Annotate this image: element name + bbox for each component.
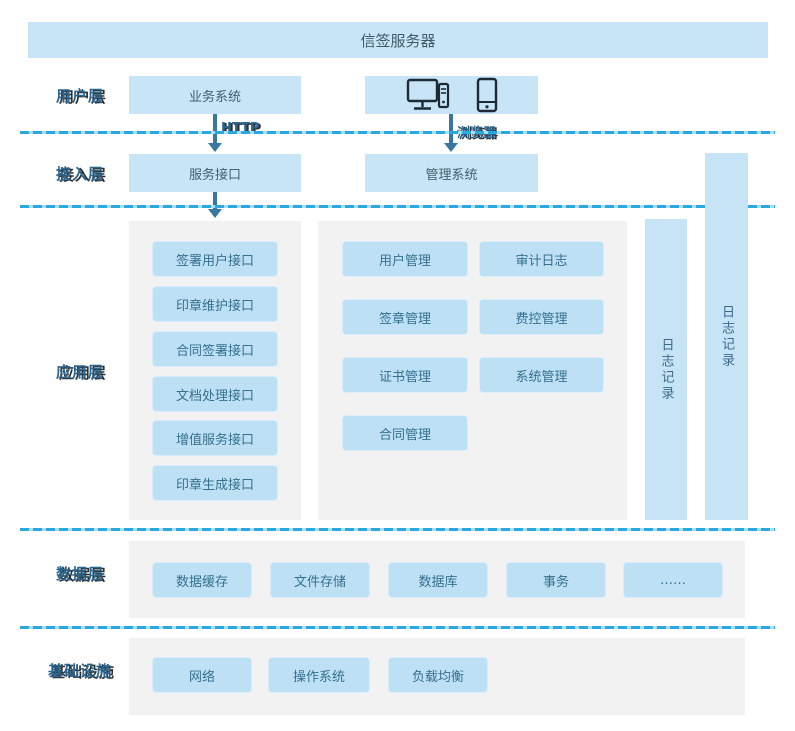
client-devices-box	[365, 76, 538, 114]
data-box: 数据库	[388, 562, 488, 598]
infra-box: 操作系统	[268, 657, 370, 693]
log-record-bar-outer: 日志记录	[705, 153, 748, 520]
divider-user-access	[20, 131, 775, 134]
layer-label-access: 接入层	[55, 165, 104, 183]
data-box: 数据缓存	[152, 562, 252, 598]
module-label: 签章管理	[378, 311, 431, 327]
log-record-bar-inner: 日志记录	[645, 219, 687, 520]
log-record-label: 日志记录	[658, 337, 674, 402]
infra-box: 负载均衡	[388, 657, 488, 693]
interface-box: 印章维护接口	[152, 286, 278, 322]
data-box-label: 事务	[542, 574, 569, 590]
log-record-label: 日志记录	[719, 304, 734, 369]
module-box: 用户管理	[342, 241, 468, 277]
module-box: 证书管理	[342, 357, 468, 393]
layer-label-infrastructure: 基础设施	[47, 662, 112, 680]
module-box: 合同管理	[342, 415, 468, 451]
interface-label: 印章生成接口	[175, 477, 254, 493]
interface-box: 合同签署接口	[152, 331, 278, 367]
interface-box: 签署用户接口	[152, 241, 278, 277]
interface-label: 签署用户接口	[175, 253, 254, 269]
data-box-label: 数据库	[418, 574, 458, 590]
app-interfaces-container: 签署用户接口 印章维护接口 合同签署接口 文档处理接口 增值服务接口 印章生成接…	[129, 221, 301, 520]
module-box: 系统管理	[479, 357, 604, 393]
layer-label-application: 应用层	[55, 363, 104, 381]
business-system-box: 业务系统	[129, 76, 301, 114]
infrastructure-container: 网络 操作系统 负载均衡	[129, 638, 745, 715]
data-box-label: 数据缓存	[175, 574, 228, 590]
infra-box-label: 负载均衡	[411, 669, 464, 685]
infra-box-label: 网络	[188, 669, 215, 685]
interface-box: 增值服务接口	[152, 420, 278, 456]
divider-app-data	[20, 528, 775, 531]
divider-access-app	[20, 205, 775, 208]
interface-label: 文档处理接口	[175, 388, 254, 404]
interface-box: 印章生成接口	[152, 465, 278, 501]
layer-label-data: 数据层	[55, 565, 104, 583]
layer-label-user: 用户层	[55, 87, 104, 105]
management-system-box: 管理系统	[365, 154, 538, 192]
module-label: 证书管理	[378, 369, 431, 385]
desktop-computer-icon	[406, 78, 450, 112]
module-label: 系统管理	[515, 369, 568, 385]
data-box-ellipsis: ……	[623, 562, 723, 598]
interface-box: 文档处理接口	[152, 376, 278, 412]
service-interface-box: 服务接口	[129, 154, 301, 192]
infra-box: 网络	[152, 657, 252, 693]
arrow-http-down	[208, 114, 222, 152]
service-interface-label: 服务接口	[188, 167, 241, 183]
interface-label: 印章维护接口	[175, 298, 254, 314]
interface-label: 增值服务接口	[175, 432, 254, 448]
module-label: 用户管理	[378, 253, 431, 269]
diagram-title: 信签服务器	[360, 31, 436, 50]
module-box: 费控管理	[479, 299, 604, 335]
infra-box-label: 操作系统	[292, 669, 345, 685]
data-box: 文件存储	[270, 562, 370, 598]
business-system-label: 业务系统	[188, 89, 241, 105]
module-label: 费控管理	[515, 311, 568, 327]
module-box: 审计日志	[479, 241, 604, 277]
data-box-label: 文件存储	[293, 574, 346, 590]
divider-data-infra	[20, 626, 775, 629]
arrow-browser-down	[444, 114, 458, 152]
data-layer-container: 数据缓存 文件存储 数据库 事务 ……	[129, 541, 745, 618]
app-modules-container: 用户管理 审计日志 签章管理 费控管理 证书管理 系统管理 合同管理	[318, 221, 627, 520]
module-label: 审计日志	[515, 253, 568, 269]
data-box-label: ……	[660, 572, 686, 588]
arrow-service-to-app	[208, 192, 222, 218]
data-box: 事务	[506, 562, 606, 598]
smartphone-icon	[476, 77, 498, 113]
module-box: 签章管理	[342, 299, 468, 335]
diagram-title-banner: 信签服务器	[28, 22, 768, 58]
interface-label: 合同签署接口	[175, 343, 254, 359]
management-system-label: 管理系统	[425, 167, 478, 183]
module-label: 合同管理	[378, 427, 431, 443]
